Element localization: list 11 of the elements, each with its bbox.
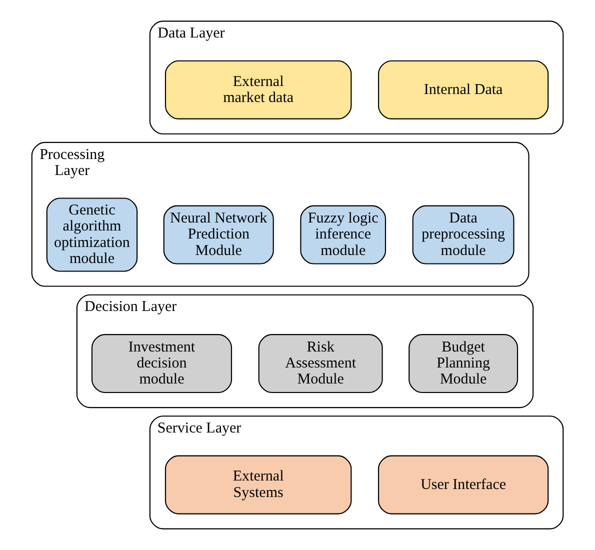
node-box: Budget Planning Module <box>408 334 518 394</box>
node-box: Neural Network Prediction Module <box>163 205 274 264</box>
node-box: User Interface <box>378 455 549 514</box>
node-box: Data preprocessing module <box>412 205 514 264</box>
node-box: Internal Data <box>378 60 549 120</box>
node-box: Genetic algorithm optimization module <box>46 198 138 272</box>
node-box: Investment decision module <box>91 334 232 394</box>
node-box: Fuzzy logic inference module <box>300 205 386 264</box>
node-box: External market data <box>164 60 352 120</box>
node-box: External Systems <box>164 455 352 514</box>
node-box: Risk Assessment Module <box>258 334 383 394</box>
